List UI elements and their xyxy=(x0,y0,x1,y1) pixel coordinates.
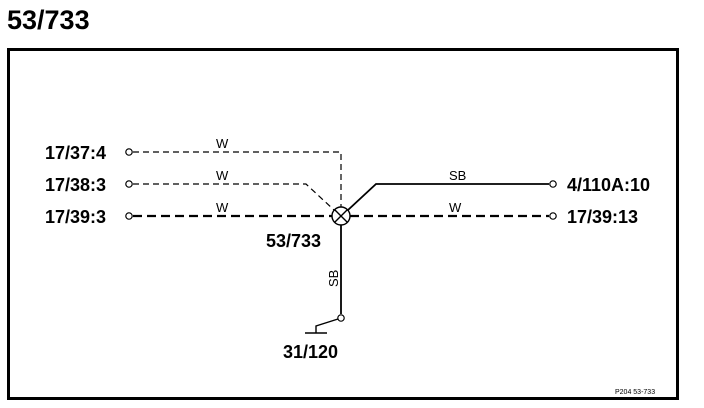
reference-code: P204 53-733 xyxy=(615,389,655,396)
connector-label-17-37-4: 17/37:4 xyxy=(45,143,106,163)
terminal-17-37-4 xyxy=(125,148,133,156)
connector-label-17-39-13: 17/39:13 xyxy=(567,207,638,227)
connector-label-17-39-3: 17/39:3 xyxy=(45,207,106,227)
wire-label-4-110a-10: SB xyxy=(449,168,466,183)
wire-17-37-4: W 17/37:4 xyxy=(45,136,342,210)
connector-label-17-38-3: 17/38:3 xyxy=(45,175,106,195)
wire-17-39-13: W 17/39:13 xyxy=(350,200,638,227)
ground-label: 31/120 xyxy=(283,342,338,362)
wire-17-39-3: W 17/39:3 xyxy=(45,200,332,227)
ground-wire: SB 31/120 xyxy=(283,225,345,362)
terminal-17-39-13 xyxy=(549,212,557,220)
terminal-4-110a-10 xyxy=(549,180,557,188)
wire-4-110a-10: SB 4/110A:10 xyxy=(347,168,650,211)
splice-label: 53/733 xyxy=(266,231,321,251)
wire-17-38-3: W 17/38:3 xyxy=(45,168,335,211)
page-title: 53/733 xyxy=(7,5,90,35)
ground-terminal xyxy=(337,314,345,322)
ground-switch-arm xyxy=(315,318,339,333)
terminal-17-38-3 xyxy=(125,180,133,188)
splice-icon xyxy=(331,206,351,226)
wire-label-17-39-13: W xyxy=(449,200,462,215)
wire-label-17-39-3: W xyxy=(216,200,229,215)
wire-label-17-38-3: W xyxy=(216,168,229,183)
diagram-frame xyxy=(7,48,679,400)
connector-label-4-110a-10: 4/110A:10 xyxy=(567,175,650,195)
terminal-17-39-3 xyxy=(125,212,133,220)
ground-wire-label: SB xyxy=(326,270,341,287)
wire-label-17-37-4: W xyxy=(216,136,229,151)
